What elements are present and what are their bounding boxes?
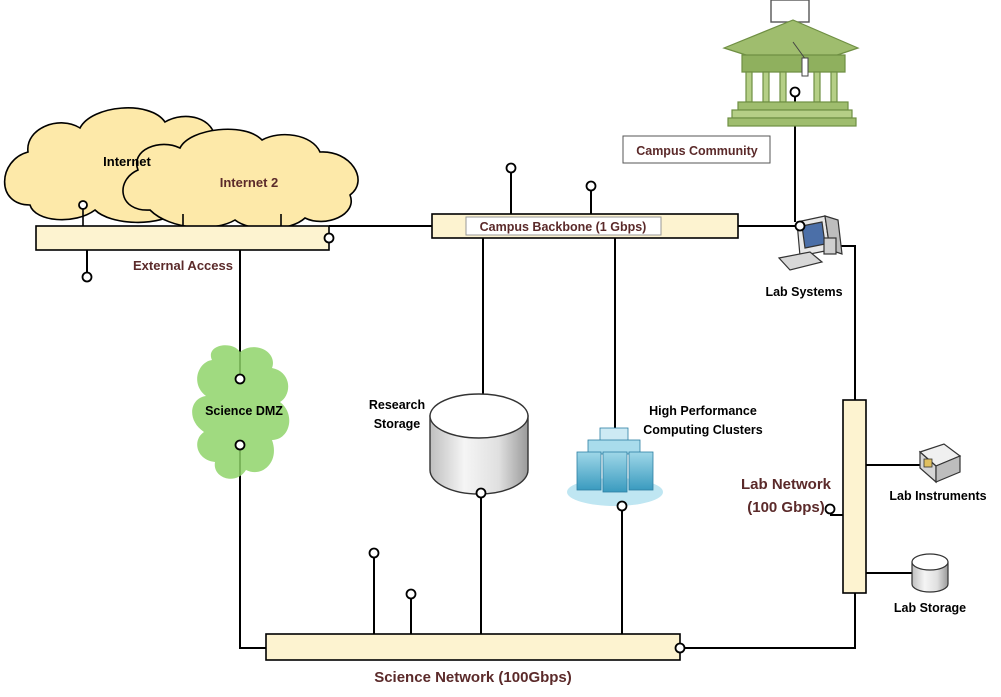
lab-instruments-label: Lab Instruments (889, 489, 986, 503)
research-storage-label-2: Storage (374, 417, 421, 431)
external-access-bus (35, 225, 330, 251)
lab-network-label-2: (100 Gbps) (747, 499, 825, 516)
campus-building-icon (722, 0, 860, 127)
internet2-label: Internet 2 (220, 175, 279, 190)
research-storage-label-1: Research (369, 398, 425, 412)
science-network-bus (265, 633, 681, 661)
connection-lines (86, 92, 922, 649)
server-cluster-icon (567, 427, 663, 506)
science-dmz-cloud (192, 345, 290, 479)
lab-network-bus (842, 399, 867, 594)
computer-icon (777, 215, 843, 271)
lab-network-label-1: Lab Network (741, 476, 832, 493)
hpc-label-1: High Performance (649, 404, 757, 418)
science-network-label: Science Network (100Gbps) (374, 669, 572, 686)
campus-community-label: Campus Community (636, 144, 758, 158)
hpc-label-2: Computing Clusters (643, 423, 762, 437)
storage-cylinder-icon (429, 393, 529, 495)
lab-systems-label: Lab Systems (765, 285, 842, 299)
lab-storage-label: Lab Storage (894, 601, 966, 615)
campus-community-box (622, 135, 771, 164)
internet-label: Internet (103, 154, 151, 169)
campus-backbone-label: Campus Backbone (1 Gbps) (480, 220, 647, 234)
lab-storage-icon (911, 553, 949, 593)
science-dmz-label: Science DMZ (205, 404, 283, 418)
lab-instrument-icon (918, 443, 962, 484)
connection-pins (78, 86, 836, 654)
external-access-label: External Access (133, 258, 233, 273)
